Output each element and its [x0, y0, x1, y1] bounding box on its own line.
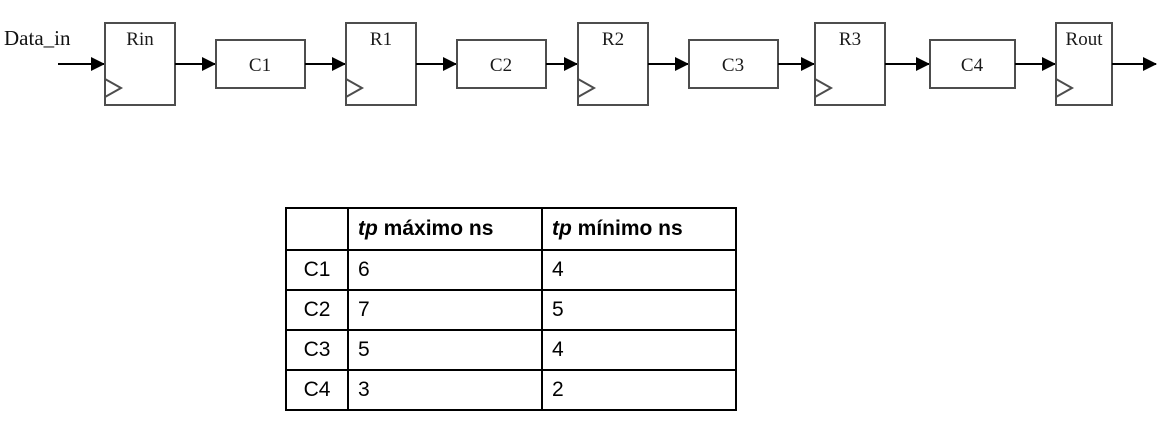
- clock-input-icon: [1055, 78, 1075, 98]
- comb-block-c2-box: [456, 39, 547, 89]
- row-label: C1: [285, 249, 349, 291]
- cell-tp-max: 5: [347, 329, 543, 371]
- cell-tp-max: 7: [347, 289, 543, 331]
- table-header-tp-max: tp máximo ns: [347, 207, 543, 251]
- cell-tp-min: 4: [541, 249, 737, 291]
- table-row: C1 6 4: [285, 249, 737, 291]
- table-header-tp-min: tp mínimo ns: [541, 207, 737, 251]
- comb-block-c4-label: C4: [961, 55, 984, 76]
- clock-input-icon: [577, 78, 597, 98]
- register-rin-label: Rin: [126, 29, 154, 50]
- comb-block-c2-label: C2: [490, 55, 512, 76]
- register-rout-label: Rout: [1066, 29, 1104, 50]
- register-r3-label: R3: [839, 29, 861, 50]
- register-rout: Rout: [1055, 22, 1113, 106]
- data-in-label: Data_in: [4, 26, 71, 50]
- tp-symbol: tp: [358, 217, 378, 240]
- cell-tp-min: 2: [541, 369, 737, 411]
- table-row: C4 3 2: [285, 369, 737, 411]
- clock-input-icon: [814, 78, 834, 98]
- tp-min-unit-text: mínimo ns: [571, 217, 683, 240]
- register-r1: R1: [345, 22, 417, 106]
- register-r1-label: R1: [370, 29, 392, 50]
- table-header-row: tp máximo ns tp mínimo ns: [285, 207, 737, 251]
- register-r2-label: R2: [602, 29, 624, 50]
- row-label: C3: [285, 329, 349, 371]
- tp-symbol: tp: [552, 217, 572, 240]
- register-rin: Rin: [104, 22, 176, 106]
- row-label: C2: [285, 289, 349, 331]
- register-r3: R3: [814, 22, 886, 106]
- pipeline-diagram: Data_in Rin C1 R1 C2: [0, 0, 1165, 130]
- comb-block-c1: C1: [215, 39, 306, 89]
- cell-tp-max: 6: [347, 249, 543, 291]
- comb-block-c1-label: C1: [249, 55, 271, 76]
- cell-tp-min: 5: [541, 289, 737, 331]
- clock-input-icon: [345, 78, 365, 98]
- table-row: C2 7 5: [285, 289, 737, 331]
- comb-block-c2: C2: [456, 39, 547, 89]
- register-r2: R2: [577, 22, 649, 106]
- comb-block-c3-label: C3: [722, 55, 744, 76]
- tp-max-unit-text: máximo ns: [377, 217, 494, 240]
- comb-block-c1-box: [215, 39, 306, 89]
- row-label: C4: [285, 369, 349, 411]
- comb-block-c4: C4: [929, 39, 1016, 89]
- table-row: C3 5 4: [285, 329, 737, 371]
- comb-block-c3: C3: [688, 39, 779, 89]
- cell-tp-min: 4: [541, 329, 737, 371]
- comb-block-c3-box: [688, 39, 779, 89]
- cell-tp-max: 3: [347, 369, 543, 411]
- table-corner-cell: [285, 207, 349, 251]
- timing-table: tp máximo ns tp mínimo ns C1 6 4 C2 7 5 …: [285, 207, 737, 411]
- clock-input-icon: [104, 78, 124, 98]
